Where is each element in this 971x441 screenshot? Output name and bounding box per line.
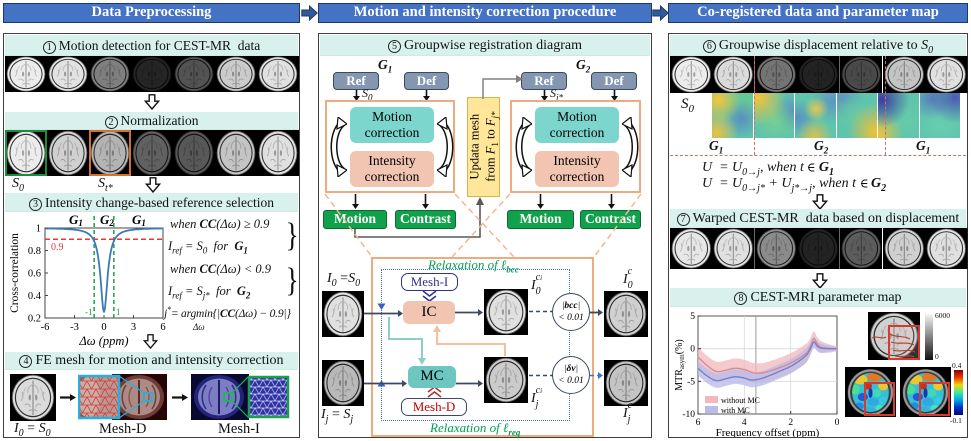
svg-text:-1: -1	[85, 307, 93, 317]
svg-text:0.4: 0.4	[28, 291, 42, 302]
svg-text:0.9: 0.9	[51, 242, 64, 253]
svg-text:-10: -10	[682, 410, 695, 420]
svg-text:G2: G2	[100, 212, 114, 228]
svg-text:G1: G1	[132, 212, 146, 228]
svg-text:0: 0	[690, 345, 695, 355]
svg-text:0: 0	[101, 322, 106, 333]
svg-text:6: 6	[160, 322, 165, 333]
svg-text:2: 2	[788, 418, 793, 428]
svg-text:without MC: without MC	[721, 396, 760, 405]
svg-text:-6: -6	[41, 322, 50, 333]
svg-text:MTRasym(%): MTRasym(%)	[674, 339, 686, 390]
svg-text:0: 0	[835, 418, 840, 428]
svg-text:5: 5	[690, 312, 695, 322]
svg-text:1: 1	[116, 307, 121, 317]
svg-text:0.8: 0.8	[28, 246, 41, 257]
svg-text:6: 6	[696, 418, 701, 428]
svg-text:0.6: 0.6	[28, 269, 41, 280]
svg-text:Frequency offset (ppm): Frequency offset (ppm)	[716, 427, 820, 437]
svg-text:3: 3	[131, 322, 136, 333]
svg-text:G1: G1	[69, 212, 83, 228]
svg-text:1: 1	[36, 224, 41, 235]
svg-text:-5: -5	[687, 377, 695, 387]
svg-text:0.2: 0.2	[28, 314, 41, 325]
svg-text:Cross-correlation: Cross-correlation	[9, 233, 21, 313]
svg-text:with MC: with MC	[721, 406, 750, 415]
svg-text:-3: -3	[70, 322, 79, 333]
svg-text:4: 4	[742, 418, 747, 428]
svg-text:Δω (ppm): Δω (ppm)	[78, 334, 128, 348]
